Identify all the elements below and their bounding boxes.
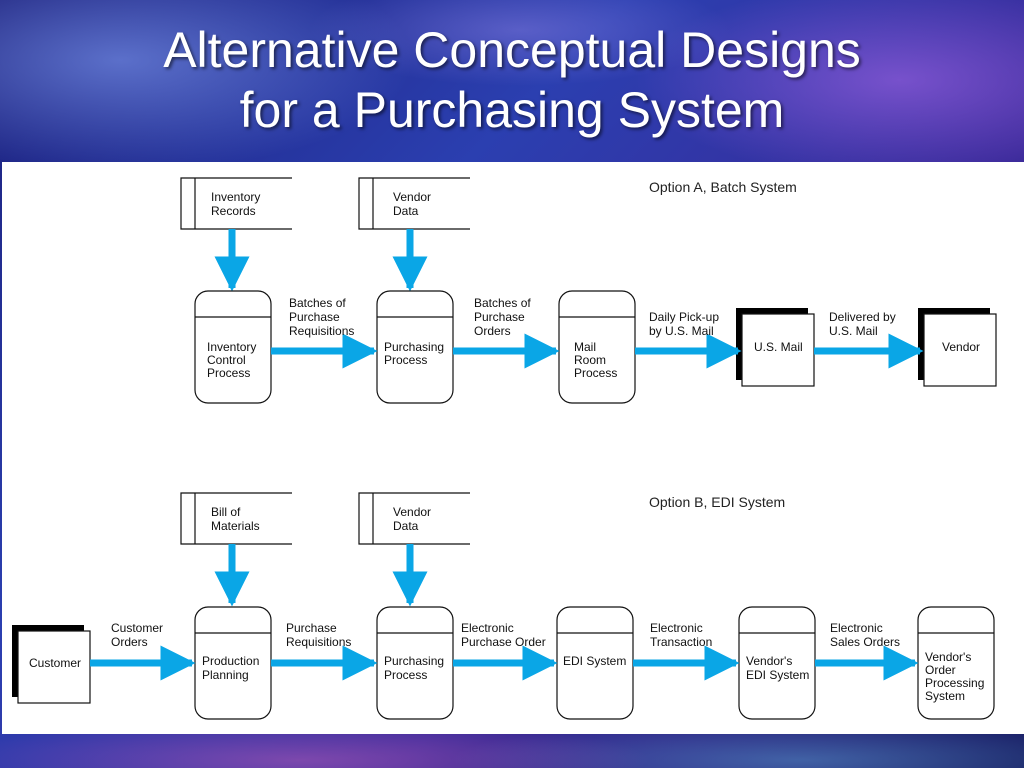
- flow-label-electronic-po: Electronic Purchase Order: [461, 621, 546, 649]
- flow-label-line: Transaction: [650, 635, 712, 649]
- flow-label-line: Purchase: [474, 310, 525, 324]
- process-edi-system: EDI System: [556, 606, 634, 720]
- entity-label: U.S. Mail: [754, 340, 803, 354]
- option-b-label: Option B, EDI System: [649, 494, 785, 510]
- flow-label-line: Electronic: [461, 621, 514, 635]
- process-label-line: Purchasing: [384, 340, 444, 354]
- process-label-line: EDI System: [746, 668, 809, 682]
- process-production-planning: Production Planning: [194, 606, 272, 720]
- flow-label-line: Requisitions: [286, 635, 351, 649]
- diagram-panel: [2, 162, 1024, 734]
- entity-us-mail: U.S. Mail: [736, 308, 815, 387]
- flow-label-line: Sales Orders: [830, 635, 900, 649]
- store-label-line: Materials: [211, 519, 260, 533]
- flow-label-line: Electronic: [830, 621, 883, 635]
- flow-label-daily-pickup: Daily Pick-up by U.S. Mail: [649, 310, 719, 338]
- process-label-line: Control: [207, 353, 246, 367]
- process-purchasing-a: Purchasing Process: [376, 290, 454, 404]
- process-label-line: Processing: [925, 676, 984, 690]
- datastore-bill-of-materials: Bill of Materials: [180, 492, 292, 545]
- flow-label-customer-orders: Customer Orders: [111, 621, 163, 649]
- flow-label-line: Purchase Order: [461, 635, 546, 649]
- datastore-vendor-data-b: Vendor Data: [358, 492, 470, 545]
- store-label-line: Vendor: [393, 505, 431, 519]
- title-line-1: Alternative Conceptual Designs: [163, 22, 861, 78]
- flow-label-batches-requisitions: Batches of Purchase Requisitions: [289, 296, 354, 338]
- process-label-line: Process: [384, 353, 427, 367]
- entity-vendor: Vendor: [918, 308, 997, 387]
- flow-label-line: Electronic: [650, 621, 703, 635]
- process-label-line: Order: [925, 663, 956, 677]
- flow-label-electronic-sales: Electronic Sales Orders: [830, 621, 900, 649]
- process-inventory-control: Inventory Control Process: [194, 290, 272, 404]
- process-label-line: Room: [574, 353, 606, 367]
- flow-label-line: Batches of: [289, 296, 346, 310]
- flow-label-line: Orders: [474, 324, 511, 338]
- flow-label-line: Customer: [111, 621, 163, 635]
- process-purchasing-b: Purchasing Process: [376, 606, 454, 720]
- store-label-line: Inventory: [211, 190, 260, 204]
- process-label-line: System: [925, 689, 965, 703]
- entity-customer: Customer: [12, 625, 91, 704]
- flow-label-line: Purchase: [286, 621, 337, 635]
- process-label-line: Inventory: [207, 340, 256, 354]
- option-a-label: Option A, Batch System: [649, 179, 797, 195]
- process-label-line: Vendor's: [925, 650, 971, 664]
- process-vendor-edi-system: Vendor's EDI System: [738, 606, 816, 720]
- store-label-line: Bill of: [211, 505, 241, 519]
- process-label-line: Process: [574, 366, 617, 380]
- flow-label-line: Purchase: [289, 310, 340, 324]
- process-label-line: Mail: [574, 340, 596, 354]
- flow-label-line: Requisitions: [289, 324, 354, 338]
- process-label-line: Vendor's: [746, 654, 792, 668]
- store-label-line: Data: [393, 204, 419, 218]
- flow-label-line: Delivered by: [829, 310, 896, 324]
- process-label-line: EDI System: [563, 654, 626, 668]
- process-label-line: Purchasing: [384, 654, 444, 668]
- process-label-line: Process: [384, 668, 427, 682]
- datastore-vendor-data-a: Vendor Data: [358, 177, 470, 230]
- entity-label: Vendor: [942, 340, 980, 354]
- flow-label-line: Orders: [111, 635, 148, 649]
- store-label-line: Records: [211, 204, 256, 218]
- slide-title: Alternative Conceptual Designs for a Pur…: [0, 20, 1024, 140]
- entity-label: Customer: [29, 656, 81, 670]
- process-vendor-order-processing: Vendor's Order Processing System: [917, 606, 995, 720]
- title-line-2: for a Purchasing System: [239, 82, 785, 138]
- flow-label-line: U.S. Mail: [829, 324, 878, 338]
- flow-label-line: Batches of: [474, 296, 531, 310]
- flow-label-purchase-requisitions: Purchase Requisitions: [286, 621, 351, 649]
- process-label-line: Production: [202, 654, 259, 668]
- flow-label-line: by U.S. Mail: [649, 324, 714, 338]
- flow-label-line: Daily Pick-up: [649, 310, 719, 324]
- store-label-line: Data: [393, 519, 419, 533]
- process-label-line: Planning: [202, 668, 249, 682]
- process-label-line: Process: [207, 366, 250, 380]
- process-mail-room: Mail Room Process: [558, 290, 636, 404]
- flow-label-delivered: Delivered by U.S. Mail: [829, 310, 896, 338]
- flow-label-electronic-transaction: Electronic Transaction: [650, 621, 712, 649]
- datastore-inventory-records: Inventory Records: [180, 177, 292, 230]
- flow-label-batches-orders: Batches of Purchase Orders: [474, 296, 531, 338]
- store-label-line: Vendor: [393, 190, 431, 204]
